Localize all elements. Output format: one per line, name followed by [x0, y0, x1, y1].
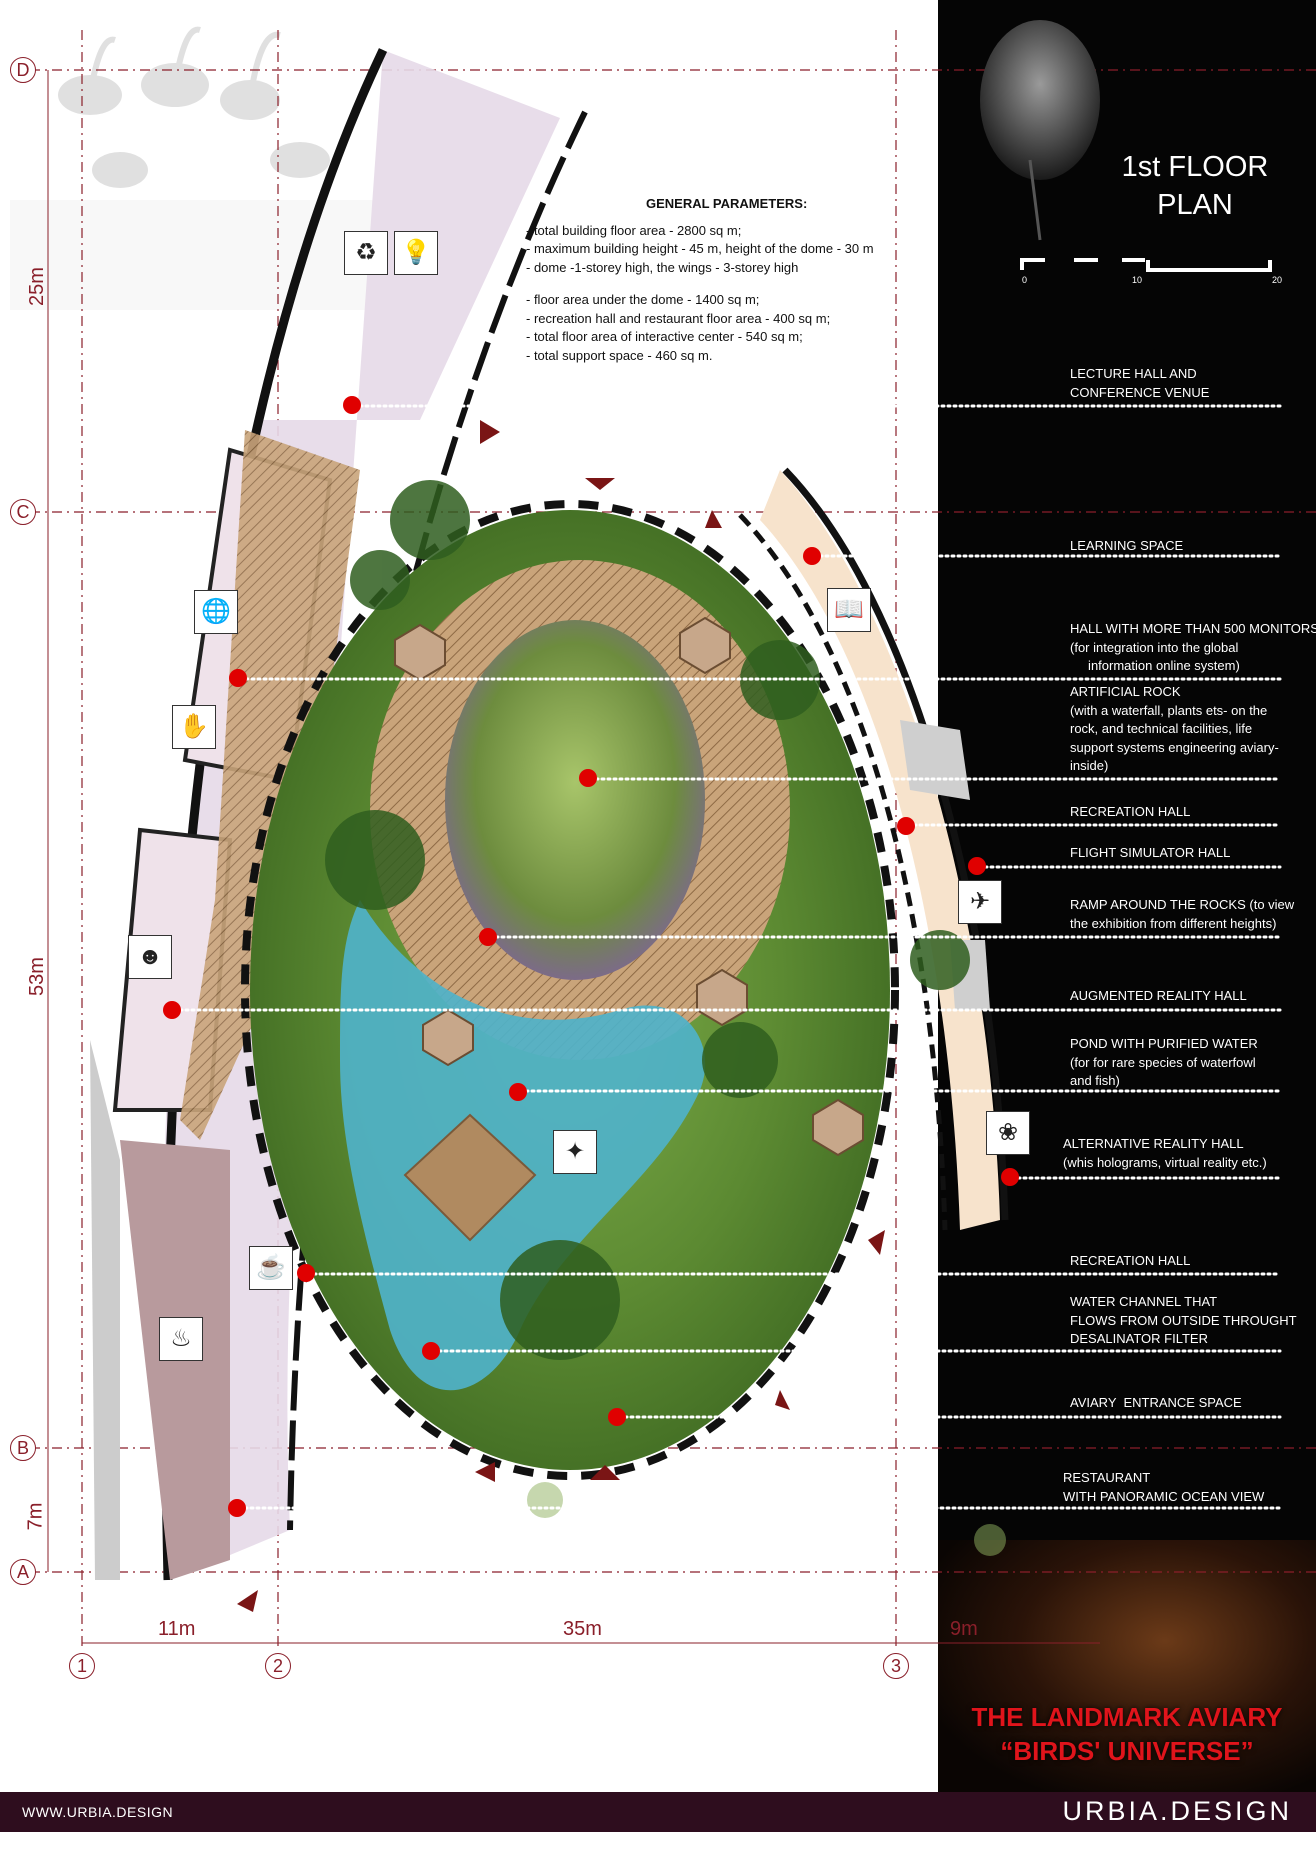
parameter-line: - dome -1-storey high, the wings - 3-sto… [526, 259, 799, 275]
legend-label: ARTIFICIAL ROCK (with a waterfall, plant… [1070, 684, 1279, 773]
grid-col-2: 2 [265, 1653, 291, 1679]
dimension-lines [47, 70, 1100, 1644]
legend-label: LEARNING SPACE [1070, 538, 1184, 553]
bird-icon: ✦ [553, 1130, 597, 1174]
location-marker [479, 928, 497, 946]
grid-col-1: 1 [69, 1653, 95, 1679]
plant-hand-icon: ❀ [986, 1111, 1030, 1155]
lightbulb-icon: 💡 [394, 231, 438, 275]
parameter-line: - total floor area of interactive center… [526, 329, 803, 344]
dimension-9m: 9m [950, 1618, 978, 1640]
parameter-line: - floor area under the dome - 1400 sq m; [526, 292, 760, 307]
legend-label: POND WITH PURIFIED WATER (for for rare s… [1070, 1036, 1258, 1088]
parameter-line: - maximum building height - 45 m, height… [526, 241, 874, 256]
general-parameters: GENERAL PARAMETERS: - total building flo… [526, 195, 874, 365]
coffee-icon: ☕ [249, 1246, 293, 1290]
dish-icon: ♨ [159, 1317, 203, 1361]
scale-label-20: 20 [1272, 275, 1282, 285]
location-markers [163, 396, 1019, 1517]
floor-title-line2: PLAN [1157, 189, 1233, 221]
conference-icon: ♻ [344, 231, 388, 275]
location-marker [163, 1001, 181, 1019]
scale-bar-labels: 0 10 20 [1022, 275, 1282, 285]
entrance-arrows [237, 420, 885, 1612]
grid-row-d: D [10, 57, 36, 83]
legend-leader-lines [178, 404, 1282, 1510]
location-marker [229, 669, 247, 687]
location-marker [343, 396, 361, 414]
parameter-line: - total support space - 460 sq m. [526, 347, 713, 363]
location-marker [608, 1408, 626, 1426]
footer-brand: URBIA.DESIGN [1062, 1796, 1292, 1826]
legend-label: FLIGHT SIMULATOR HALL [1070, 845, 1231, 860]
vr-headset-icon: ☻ [128, 935, 172, 979]
grid-row-b: B [10, 1435, 36, 1461]
legend-label: LECTURE HALL AND CONFERENCE VENUE [1070, 366, 1210, 400]
dimension-7m: 7m [24, 1502, 47, 1531]
scale-bar [1020, 258, 1272, 272]
location-marker [228, 1499, 246, 1517]
floor-title-line1: 1st FLOOR [1121, 151, 1269, 183]
location-marker [509, 1083, 527, 1101]
project-title: THE LANDMARK AVIARY “BIRDS' UNIVERSE” [960, 1700, 1294, 1768]
project-title-line1: THE LANDMARK AVIARY [971, 1702, 1283, 1732]
book-icon: 📖 [827, 588, 871, 632]
floor-plan-drawing: 0 10 20 [10, 20, 1316, 1650]
bird-photo [938, 1540, 1316, 1792]
flamingo-watermark [10, 26, 410, 310]
location-marker [897, 817, 915, 835]
dome-garden [241, 480, 970, 1480]
footer-bar [0, 1792, 1316, 1832]
floor-plan-title: 1st FLOOR PLAN [1110, 148, 1280, 224]
landscape-paths [300, 1470, 1006, 1556]
location-marker [422, 1342, 440, 1360]
dimension-53m: 53m [25, 957, 48, 996]
scale-label-0: 0 [1022, 275, 1027, 285]
location-marker [803, 547, 821, 565]
legend-label: ALTERNATIVE REALITY HALL (whis holograms… [1063, 1136, 1267, 1170]
dimension-11m: 11m [158, 1618, 196, 1640]
legend-label: HALL WITH MORE THAN 500 MONITORS (for in… [1070, 621, 1316, 673]
location-marker [968, 857, 986, 875]
location-marker [1001, 1168, 1019, 1186]
grid-col-3: 3 [883, 1653, 909, 1679]
legend-label: RECREATION HALL [1070, 1253, 1191, 1268]
scale-label-10: 10 [1132, 275, 1142, 285]
dimension-35m: 35m [563, 1618, 602, 1640]
legend-label: AUGMENTED REALITY HALL [1070, 988, 1247, 1003]
flamingo-photo [980, 20, 1100, 241]
project-title-line2: “BIRDS' UNIVERSE” [1000, 1736, 1254, 1766]
location-marker [579, 769, 597, 787]
dimension-25m: 25m [25, 267, 48, 306]
legend-label: RECREATION HALL [1070, 804, 1191, 819]
footer-website-link[interactable]: WWW.URBIA.DESIGN [22, 1804, 174, 1820]
globe-network-icon: 🌐 [194, 590, 238, 634]
flight-icon: ✈ [958, 880, 1002, 924]
legend-label: RAMP AROUND THE ROCKS (to view the exhib… [1070, 897, 1295, 931]
legend-label: AVIARY ENTRANCE SPACE [1070, 1395, 1242, 1410]
parameters-heading: GENERAL PARAMETERS: [646, 196, 808, 211]
grid-row-a: A [10, 1559, 36, 1585]
parameter-line: - total building floor area - 2800 sq m; [526, 222, 742, 238]
parameter-line: - recreation hall and restaurant floor a… [526, 310, 831, 326]
grid-row-c: C [10, 499, 36, 525]
location-marker [297, 1264, 315, 1282]
hands-icon: ✋ [172, 705, 216, 749]
legend-label: WATER CHANNEL THAT FLOWS FROM OUTSIDE TH… [1070, 1294, 1297, 1346]
legend-label: RESTAURANT WITH PANORAMIC OCEAN VIEW [1063, 1470, 1265, 1504]
